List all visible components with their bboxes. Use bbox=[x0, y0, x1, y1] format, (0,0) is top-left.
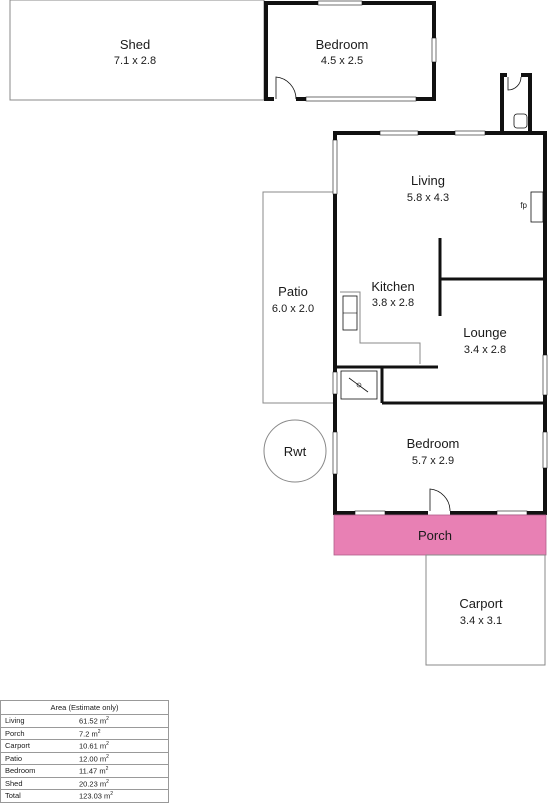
table-row: Patio 12.00 m2 bbox=[0, 752, 169, 765]
area-label: Carport bbox=[0, 739, 79, 753]
bedroom-top-window-top bbox=[317, 0, 363, 6]
lounge-dims: 3.4 x 2.8 bbox=[464, 344, 506, 356]
bedroom-door-swing bbox=[429, 488, 451, 512]
living-dims: 5.8 x 4.3 bbox=[407, 192, 449, 204]
shed-dims: 7.1 x 2.8 bbox=[114, 55, 156, 67]
shower-rose-icon bbox=[348, 377, 369, 393]
area-value: 12.00 m2 bbox=[79, 752, 169, 765]
bedroom-window-left bbox=[332, 431, 338, 475]
living-window-left bbox=[332, 139, 338, 195]
toilet-bowl bbox=[513, 113, 528, 129]
kitchen-dims: 3.8 x 2.8 bbox=[372, 297, 414, 309]
living-window-top-2 bbox=[454, 130, 486, 136]
bedroom-top-label: Bedroom bbox=[316, 37, 369, 52]
area-label: Bedroom bbox=[0, 764, 79, 778]
area-label: Total bbox=[0, 789, 79, 803]
area-table: Area (Estimate only) Living 61.52 m2 Por… bbox=[0, 700, 169, 803]
shed-label: Shed bbox=[120, 37, 150, 52]
bedroom-top-window-bottom bbox=[305, 96, 417, 102]
toilet-door-gap bbox=[507, 73, 521, 78]
bath-window-left bbox=[332, 371, 338, 395]
porch-label: Porch bbox=[418, 528, 452, 543]
table-row: Bedroom 11.47 m2 bbox=[0, 764, 169, 778]
kitchen-bench bbox=[340, 291, 421, 364]
area-value: 61.52 m2 bbox=[79, 714, 169, 728]
table-row: Total 123.03 m2 bbox=[0, 789, 169, 803]
patio-dims: 6.0 x 2.0 bbox=[272, 303, 314, 315]
table-row: Living 61.52 m2 bbox=[0, 714, 169, 728]
area-value: 123.03 m2 bbox=[79, 789, 169, 803]
area-table-title: Area (Estimate only) bbox=[0, 700, 169, 715]
area-value: 11.47 m2 bbox=[79, 764, 169, 778]
carport-outline bbox=[425, 554, 546, 666]
bedroom-top-door-gap bbox=[274, 95, 296, 103]
patio-label: Patio bbox=[278, 284, 308, 299]
living-label: Living bbox=[411, 173, 445, 188]
bedroom-window-right bbox=[542, 431, 548, 469]
bedroom-window-bottom-2 bbox=[496, 510, 528, 516]
toilet-door-swing bbox=[507, 76, 522, 91]
kitchen-label: Kitchen bbox=[371, 279, 414, 294]
table-row: Shed 20.23 m2 bbox=[0, 777, 169, 790]
bedroom-main-dims: 5.7 x 2.9 bbox=[412, 455, 454, 467]
bedroom-top-dims: 4.5 x 2.5 bbox=[321, 55, 363, 67]
fireplace-label: fp bbox=[520, 201, 527, 210]
area-value: 7.2 m2 bbox=[79, 727, 169, 740]
fireplace bbox=[530, 191, 544, 223]
bedroom-top-door-swing bbox=[275, 76, 297, 100]
bedroom-main-label: Bedroom bbox=[407, 436, 460, 451]
lounge-label: Lounge bbox=[463, 325, 506, 340]
lounge-window-right bbox=[542, 354, 548, 396]
floor-plan: Shed 7.1 x 2.8 Bedroom 4.5 x 2.5 Patio 6… bbox=[9, 0, 548, 666]
area-label: Shed bbox=[0, 777, 79, 790]
bedroom-top-window-right bbox=[431, 37, 437, 63]
carport-label: Carport bbox=[459, 596, 503, 611]
area-label: Living bbox=[0, 714, 79, 728]
table-row: Carport 10.61 m2 bbox=[0, 739, 169, 753]
shower-drain-icon bbox=[356, 382, 362, 388]
rwt-label: Rwt bbox=[284, 444, 307, 459]
carport-dims: 3.4 x 3.1 bbox=[460, 615, 502, 627]
area-label: Porch bbox=[0, 727, 79, 740]
bedroom-window-bottom-1 bbox=[354, 510, 386, 516]
porch-area bbox=[333, 514, 547, 556]
bedroom-door-gap bbox=[428, 509, 450, 515]
table-row: Porch 7.2 m2 bbox=[0, 727, 169, 740]
rainwater-tank bbox=[263, 419, 327, 483]
living-window-top bbox=[379, 130, 419, 136]
area-label: Patio bbox=[0, 752, 79, 765]
area-value: 20.23 m2 bbox=[79, 777, 169, 790]
area-value: 10.61 m2 bbox=[79, 739, 169, 753]
